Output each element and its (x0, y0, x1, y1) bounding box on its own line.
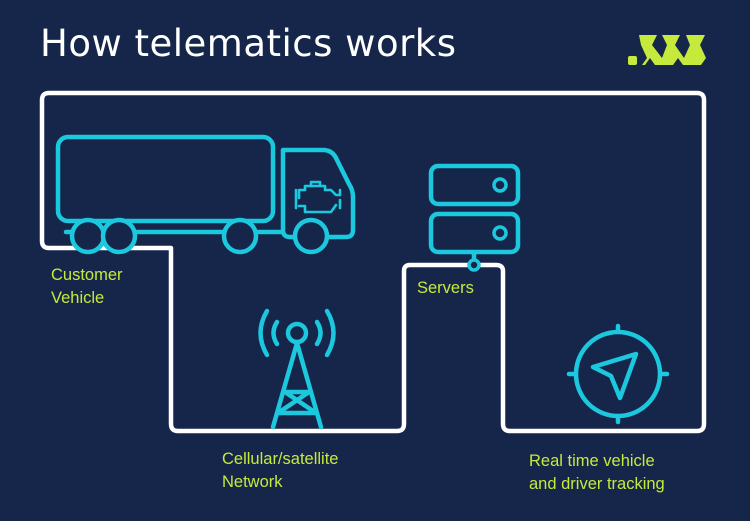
server-icon (428, 163, 521, 272)
server-unit (428, 163, 521, 207)
logo-dot (628, 56, 637, 65)
truck-wheel (292, 217, 330, 255)
network-label: Cellular/satellite Network (222, 450, 339, 491)
cell-tower-icon (258, 308, 336, 430)
navigation-arrow (590, 351, 639, 401)
logo-mark (639, 35, 706, 65)
server-led (492, 225, 508, 241)
signal-wave (324, 308, 336, 358)
engine-icon (294, 180, 342, 214)
brand-logo (628, 35, 706, 65)
tower-antenna (285, 321, 309, 345)
truck-wheel (221, 217, 259, 255)
page-title: How telematics works (40, 22, 457, 65)
truck-cab (280, 147, 356, 240)
customer-vehicle-label: Customer Vehicle (51, 266, 123, 307)
connection-path (39, 90, 707, 434)
compass-navigation-icon (566, 323, 670, 425)
server-connector (467, 258, 481, 272)
truck-wheel (100, 217, 138, 255)
server-led (492, 177, 508, 193)
signal-wave (314, 319, 323, 347)
tracking-label: Real time vehicle and driver tracking (529, 452, 665, 493)
truck-trailer (55, 134, 276, 224)
truck-icon (55, 134, 356, 255)
truck-wheel (69, 217, 107, 255)
servers-label: Servers (417, 279, 474, 297)
signal-wave (258, 308, 270, 358)
signal-wave (271, 319, 280, 347)
